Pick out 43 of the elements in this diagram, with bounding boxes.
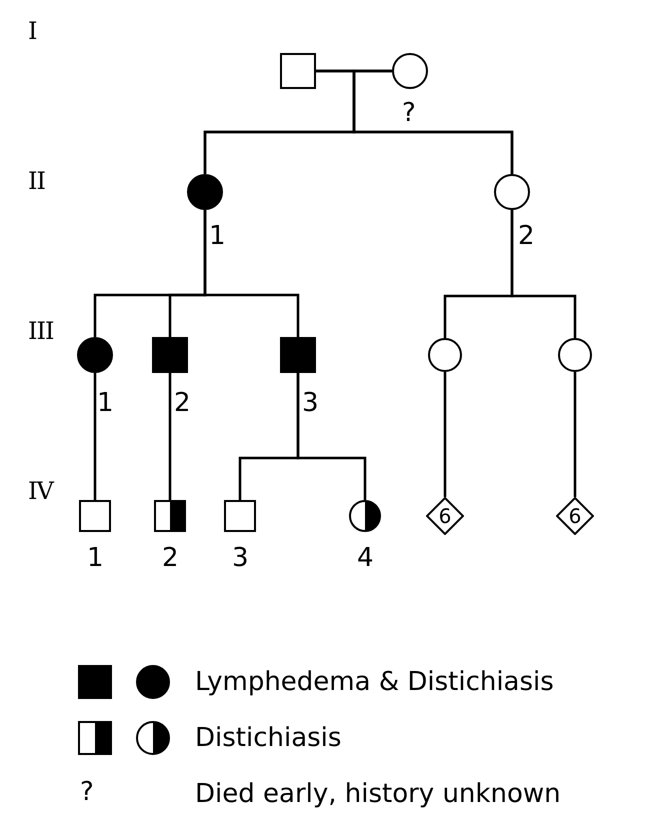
legend-text: Lymphedema & Distichiasis bbox=[195, 667, 554, 697]
pedigree-line bbox=[444, 372, 446, 497]
half-filled-square-symbol bbox=[154, 500, 186, 532]
sibling-count: 6 bbox=[568, 505, 582, 527]
individual-number: 1 bbox=[209, 222, 226, 250]
filled-square-symbol bbox=[152, 337, 188, 373]
individual-number: 4 bbox=[357, 544, 374, 572]
pedigree-line bbox=[204, 210, 300, 337]
half-filled-circle-symbol bbox=[349, 500, 381, 532]
pedigree-line bbox=[510, 210, 576, 338]
square-symbol bbox=[280, 53, 316, 89]
pedigree-line bbox=[94, 373, 96, 500]
square-symbol bbox=[224, 500, 256, 532]
generation-numeral: III bbox=[28, 318, 54, 344]
individual-number: 3 bbox=[302, 389, 319, 417]
pedigree-line bbox=[574, 372, 576, 497]
legend-text: Distichiasis bbox=[195, 723, 342, 753]
diamond-symbol bbox=[426, 497, 464, 535]
filled-circle-symbol bbox=[187, 174, 223, 210]
diamond-symbol bbox=[556, 497, 594, 535]
individual-number: 3 bbox=[232, 544, 249, 572]
circle-symbol bbox=[558, 338, 592, 372]
individual-number: ? bbox=[402, 99, 416, 127]
generation-numeral: II bbox=[28, 168, 45, 194]
individual-number: 1 bbox=[97, 389, 114, 417]
question-mark: ? bbox=[80, 778, 94, 806]
circle-symbol bbox=[428, 338, 462, 372]
pedigree-line bbox=[296, 373, 366, 500]
circle-symbol bbox=[392, 53, 428, 89]
sibling-count: 6 bbox=[438, 505, 452, 527]
filled-circle-symbol bbox=[77, 337, 113, 373]
individual-number: 2 bbox=[518, 222, 535, 250]
pedigree-line bbox=[168, 373, 172, 500]
square-symbol bbox=[79, 500, 111, 532]
individual-number: 2 bbox=[174, 389, 191, 417]
generation-numeral: I bbox=[28, 18, 36, 44]
pedigree-line bbox=[352, 70, 514, 174]
individual-number: 2 bbox=[162, 544, 179, 572]
generation-numeral: IV bbox=[28, 478, 53, 504]
filled-square-symbol bbox=[280, 337, 316, 373]
circle-symbol bbox=[494, 174, 530, 210]
individual-number: 1 bbox=[87, 544, 104, 572]
legend-text: Died early, history unknown bbox=[195, 779, 561, 809]
